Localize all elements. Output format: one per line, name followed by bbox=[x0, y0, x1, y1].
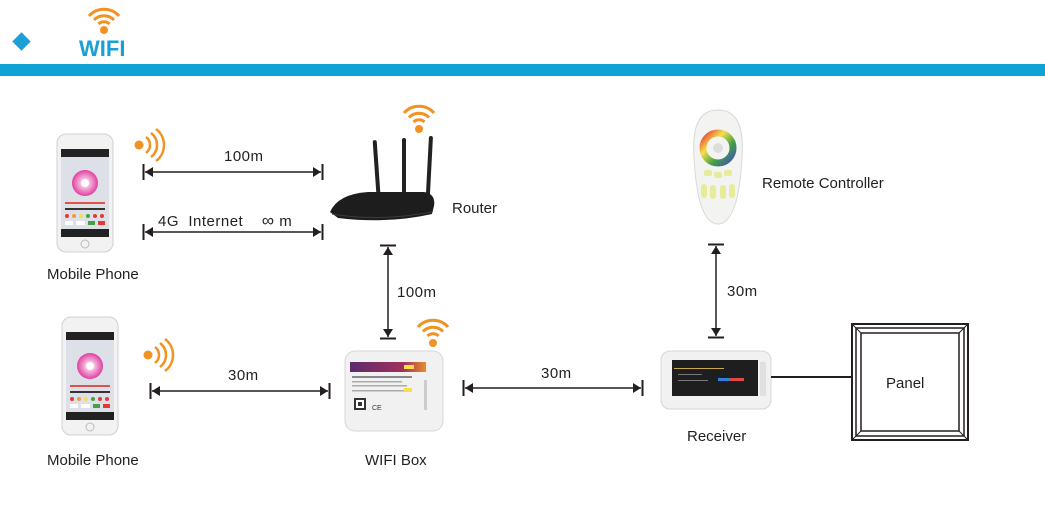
arrow-phone-router-wifi bbox=[142, 164, 324, 180]
infinity-symbol: ∞ bbox=[261, 211, 275, 230]
arrow-wifibox-receiver bbox=[462, 380, 644, 396]
distance-phone-wifibox: 30m bbox=[228, 367, 259, 384]
wifi-signal-icon bbox=[87, 7, 121, 34]
wifi-box-label: WIFI Box bbox=[365, 452, 427, 469]
page-title: WIFI bbox=[79, 36, 126, 61]
remote-controller-label: Remote Controller bbox=[762, 175, 884, 192]
wifibox-signal-icon bbox=[416, 318, 450, 347]
arrow-phone-wifibox bbox=[149, 383, 331, 399]
header-diamond-icon bbox=[12, 32, 31, 51]
distance-phone-router-4g: 4G Internet ∞ m bbox=[158, 211, 292, 231]
receiver-label: Receiver bbox=[687, 428, 747, 445]
svg-text:CE: CE bbox=[372, 405, 382, 412]
header-bar bbox=[0, 64, 1045, 76]
distance-wifibox-receiver: 30m bbox=[541, 365, 572, 382]
mobile-phone-top-label: Mobile Phone bbox=[47, 266, 139, 283]
distance-phone-router-wifi: 100m bbox=[224, 148, 264, 165]
wifi-box-device: CE bbox=[344, 350, 444, 432]
phone-bottom-signal-icon bbox=[143, 338, 175, 372]
distance-4g-unit: m bbox=[279, 213, 293, 230]
receiver-panel-connector bbox=[771, 376, 852, 378]
phone-top-signal-icon bbox=[134, 128, 166, 162]
router-label: Router bbox=[452, 200, 498, 217]
mobile-phone-bottom-label: Mobile Phone bbox=[47, 452, 139, 469]
remote-controller-device bbox=[693, 109, 743, 225]
distance-router-wifibox: 100m bbox=[397, 284, 437, 301]
mobile-phone-top bbox=[56, 133, 114, 253]
receiver-device bbox=[660, 350, 772, 410]
mobile-phone-bottom bbox=[61, 316, 119, 436]
router-device bbox=[330, 136, 435, 221]
arrow-phone-router-4g bbox=[142, 224, 324, 240]
arrow-remote-receiver bbox=[708, 243, 724, 339]
distance-4g-label: 4G Internet bbox=[158, 213, 244, 230]
arrow-router-wifibox bbox=[380, 244, 396, 340]
panel-label: Panel bbox=[886, 375, 925, 392]
router-signal-icon bbox=[402, 104, 436, 133]
distance-remote-receiver: 30m bbox=[727, 283, 758, 300]
panel-device bbox=[851, 323, 969, 441]
